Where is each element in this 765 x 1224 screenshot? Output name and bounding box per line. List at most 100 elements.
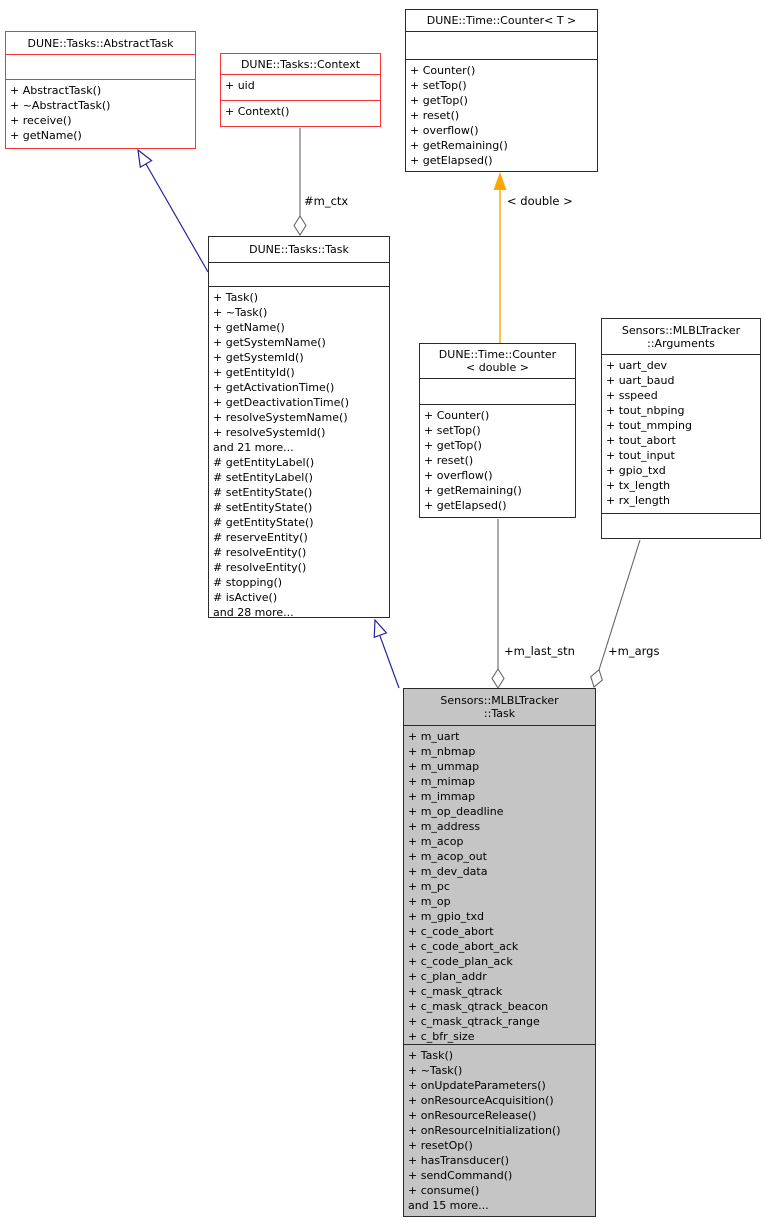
member-row: + tx_length bbox=[606, 479, 671, 492]
member-row: + getTop() bbox=[410, 94, 468, 107]
member-row: + overflow() bbox=[410, 124, 479, 137]
member-row: + getName() bbox=[213, 321, 285, 334]
member-row: # getEntityLabel() bbox=[213, 456, 315, 469]
member-row: + m_acop bbox=[408, 835, 464, 848]
member-row: + m_acop_out bbox=[408, 850, 487, 863]
member-row: + getTop() bbox=[424, 439, 482, 452]
aggregation-diamond-m-args bbox=[590, 668, 603, 688]
member-row: + rx_length bbox=[606, 494, 671, 507]
counter-double-title: DUNE::Time::Counter < double > bbox=[438, 348, 557, 374]
member-row: + onResourceAcquisition() bbox=[408, 1094, 554, 1107]
member-row: + m_dev_data bbox=[408, 865, 488, 878]
inheritance-arrow-mlbltask-to-task bbox=[373, 618, 388, 639]
arguments-methods-section bbox=[602, 513, 760, 538]
member-row: + ~AbstractTask() bbox=[10, 99, 111, 112]
class-box-arguments: Sensors::MLBLTracker ::Arguments + uart_… bbox=[601, 318, 761, 539]
class-box-context: DUNE::Tasks::Context + uid + Context() bbox=[220, 53, 381, 127]
counter-t-methods-section: + Counter()+ setTop()+ getTop()+ reset()… bbox=[406, 59, 597, 171]
member-row: + c_mask_qtrack_range bbox=[408, 1015, 540, 1028]
mlbl-task-attributes-section: + m_uart + m_nbmap + m_ummap + m_mimap + m_i… bbox=[404, 725, 595, 1044]
member-row: + reset() bbox=[410, 109, 460, 122]
context-title: DUNE::Tasks::Context bbox=[240, 57, 361, 71]
member-row: + getRemaining() bbox=[424, 484, 522, 497]
member-row: + sspeed bbox=[606, 389, 658, 402]
edge-label-m-last-stn: +m_last_stn bbox=[504, 644, 575, 658]
member-row: + m_ummap bbox=[408, 760, 480, 773]
abstract-task-title: DUNE::Tasks::AbstractTask bbox=[27, 36, 174, 50]
member-row: + sendCommand() bbox=[408, 1169, 513, 1182]
member-row: and 28 more... bbox=[213, 606, 294, 617]
inheritance-edge-task-to-abstracttask bbox=[145, 163, 209, 273]
member-row: + uart_dev bbox=[606, 359, 668, 372]
class-box-abstract-task: DUNE::Tasks::AbstractTask + AbstractTask… bbox=[5, 31, 196, 149]
member-row: # isActive() bbox=[213, 591, 278, 604]
member-row: # setEntityLabel() bbox=[213, 471, 313, 484]
member-row: + m_immap bbox=[408, 790, 476, 803]
member-row: + c_code_plan_ack bbox=[408, 955, 513, 968]
member-row: + getDeactivationTime() bbox=[213, 396, 349, 409]
mlbl-task-title: Sensors::MLBLTracker ::Task bbox=[440, 694, 559, 720]
member-row: + ~Task() bbox=[213, 306, 268, 319]
member-row: + getElapsed() bbox=[424, 499, 507, 512]
aggregation-diamond-m-ctx bbox=[293, 214, 307, 237]
class-box-counter-t: DUNE::Time::Counter< T > + Counter()+ se… bbox=[405, 9, 598, 172]
template-arrow-counterdouble-to-countert bbox=[493, 172, 507, 190]
member-row: and 21 more... bbox=[213, 441, 294, 454]
member-row: + getEntityId() bbox=[213, 366, 295, 379]
member-row: + m_gpio_txd bbox=[408, 910, 484, 923]
mlbl-task-methods-section: + Task()+ ~Task()+ onUpdateParameters()+… bbox=[404, 1044, 595, 1216]
member-row: + resetOp() bbox=[408, 1139, 473, 1152]
member-row: + Counter() bbox=[424, 409, 490, 422]
member-row: + ~Task() bbox=[408, 1064, 463, 1077]
abstract-task-methods-section: + AbstractTask()+ ~AbstractTask()+ recei… bbox=[6, 79, 195, 148]
member-row: + getElapsed() bbox=[410, 154, 493, 167]
context-attributes-section: + uid bbox=[221, 74, 380, 100]
member-row: + tout_input bbox=[606, 449, 675, 462]
member-row: + Task() bbox=[213, 291, 259, 304]
abstract-task-attributes-section bbox=[6, 54, 195, 79]
counter-t-attributes-section bbox=[406, 31, 597, 59]
member-row: # getEntityState() bbox=[213, 516, 314, 529]
member-row: + resolveSystemId() bbox=[213, 426, 326, 439]
member-row: + c_mask_qtrack bbox=[408, 985, 503, 998]
member-row: # reserveEntity() bbox=[213, 531, 308, 544]
member-row: + m_uart bbox=[408, 730, 460, 743]
task-attributes-section bbox=[209, 262, 389, 286]
inheritance-arrow-task-to-abstracttask bbox=[137, 148, 153, 169]
member-row: + gpio_txd bbox=[606, 464, 666, 477]
task-title: DUNE::Tasks::Task bbox=[249, 243, 349, 256]
member-row: + onResourceInitialization() bbox=[408, 1124, 561, 1137]
member-row: + hasTransducer() bbox=[408, 1154, 510, 1167]
member-row: + m_mimap bbox=[408, 775, 476, 788]
member-row: + c_code_abort bbox=[408, 925, 494, 938]
member-row: + getRemaining() bbox=[410, 139, 508, 152]
member-row: + tout_mmping bbox=[606, 419, 692, 432]
member-row: + setTop() bbox=[424, 424, 481, 437]
arguments-attributes-section: + uart_dev+ uart_baud+ sspeed+ tout_nbpi… bbox=[602, 354, 760, 513]
member-row: + c_mask_qtrack_beacon bbox=[408, 1000, 549, 1013]
task-methods-section: + Task() + ~Task() + getName() + getSystemN… bbox=[209, 286, 389, 617]
member-row: + uart_baud bbox=[606, 374, 675, 387]
member-row: + uid bbox=[225, 79, 255, 92]
member-row: and 15 more... bbox=[408, 1199, 489, 1212]
edge-label-template-param: < double > bbox=[507, 194, 573, 208]
class-box-task: DUNE::Tasks::Task + Task()+ ~Task()+ get… bbox=[208, 236, 390, 618]
class-box-mlbl-task: Sensors::MLBLTracker ::Task + m_uart+ m_… bbox=[403, 688, 596, 1217]
counter-double-attributes-section bbox=[420, 378, 575, 404]
member-row: + AbstractTask() bbox=[10, 84, 102, 97]
member-row: + setTop() bbox=[410, 79, 467, 92]
member-row: + getSystemId() bbox=[213, 351, 304, 364]
member-row: + c_plan_addr bbox=[408, 970, 487, 983]
member-row: + m_pc bbox=[408, 880, 450, 893]
member-row: + getActivationTime() bbox=[213, 381, 335, 394]
member-row: # setEntityState() bbox=[213, 501, 313, 514]
member-row: + m_op bbox=[408, 895, 451, 908]
member-row: + getSystemName() bbox=[213, 336, 326, 349]
member-row: + m_nbmap bbox=[408, 745, 476, 758]
member-row: + consume() bbox=[408, 1184, 480, 1197]
member-row: + onResourceRelease() bbox=[408, 1109, 537, 1122]
member-row: # resolveEntity() bbox=[213, 546, 307, 559]
edge-label-m-ctx: #m_ctx bbox=[304, 194, 349, 208]
aggregation-diamond-m-last-stn bbox=[491, 667, 505, 690]
